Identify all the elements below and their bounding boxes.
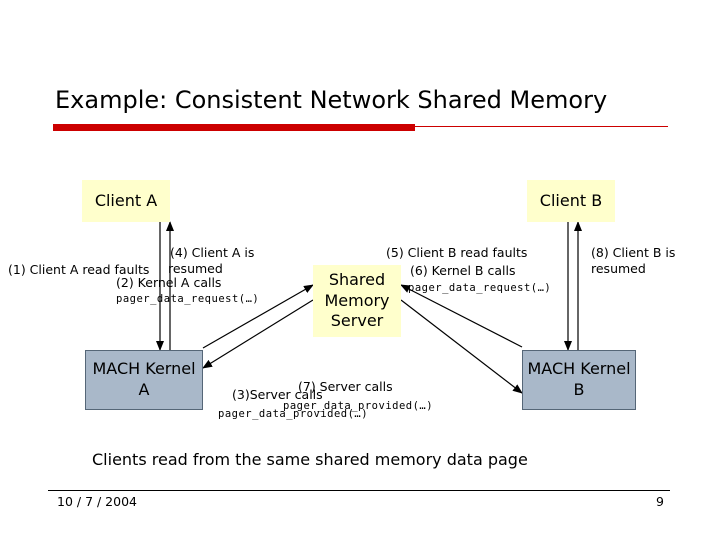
server-label-line-2: Memory [324, 290, 390, 310]
step-3-call: pager_data_provided(…) [218, 408, 369, 420]
step-6-call: pager_data_request(…) [408, 282, 552, 294]
mach-kernel-b-box: MACH Kernel B [522, 350, 636, 410]
title-underline [53, 126, 668, 127]
step-3-label: (3)Server calls [232, 387, 323, 402]
client-a-label: Client A [94, 190, 158, 210]
step-6-label: (6) Kernel B calls [410, 263, 516, 278]
arrow-kernel-a-to-server [202, 284, 314, 349]
mach-kernel-a-box: MACH Kernel A [85, 350, 203, 410]
footer-divider [48, 490, 670, 491]
kernel-b-label-line-2: B [573, 380, 585, 399]
kernel-a-label-line-2: A [138, 380, 150, 399]
footer-date: 10 / 7 / 2004 [57, 494, 137, 509]
kernel-b-label-line-1: MACH Kernel [527, 359, 631, 379]
step-4-label-line-2: resumed [168, 261, 223, 276]
shared-memory-server-box: Shared Memory Server [313, 265, 401, 337]
step-7-label: (7) Server calls [298, 379, 393, 394]
server-label-line-3: Server [330, 311, 384, 331]
client-b-label: Client B [539, 190, 603, 210]
step-8-label-line-2: resumed [591, 261, 646, 276]
arrow-kernel-b-to-server [400, 284, 523, 348]
server-label-line-1: Shared [328, 269, 386, 289]
step-7-call: pager_data_provided(…) [283, 400, 434, 412]
client-a-box: Client A [82, 180, 170, 222]
title-accent-bar [53, 124, 415, 131]
diagram-caption: Clients read from the same shared memory… [92, 450, 528, 469]
page-number: 9 [656, 494, 664, 509]
step-2-call: pager_data_request(…) [116, 293, 260, 305]
slide-title: Example: Consistent Network Shared Memor… [55, 86, 608, 114]
step-1-label: (1) Client A read faults [8, 262, 150, 277]
step-8-label-line-1: (8) Client B is [591, 245, 676, 260]
step-4-label-line-1: (4) Client A is [170, 245, 255, 260]
client-b-box: Client B [527, 180, 615, 222]
arrow-server-to-kernel-b [400, 299, 523, 394]
step-5-label: (5) Client B read faults [386, 245, 528, 260]
arrow-server-to-kernel-a [202, 299, 314, 369]
step-2-label: (2) Kernel A calls [116, 275, 222, 290]
kernel-a-label-line-1: MACH Kernel [92, 359, 196, 379]
